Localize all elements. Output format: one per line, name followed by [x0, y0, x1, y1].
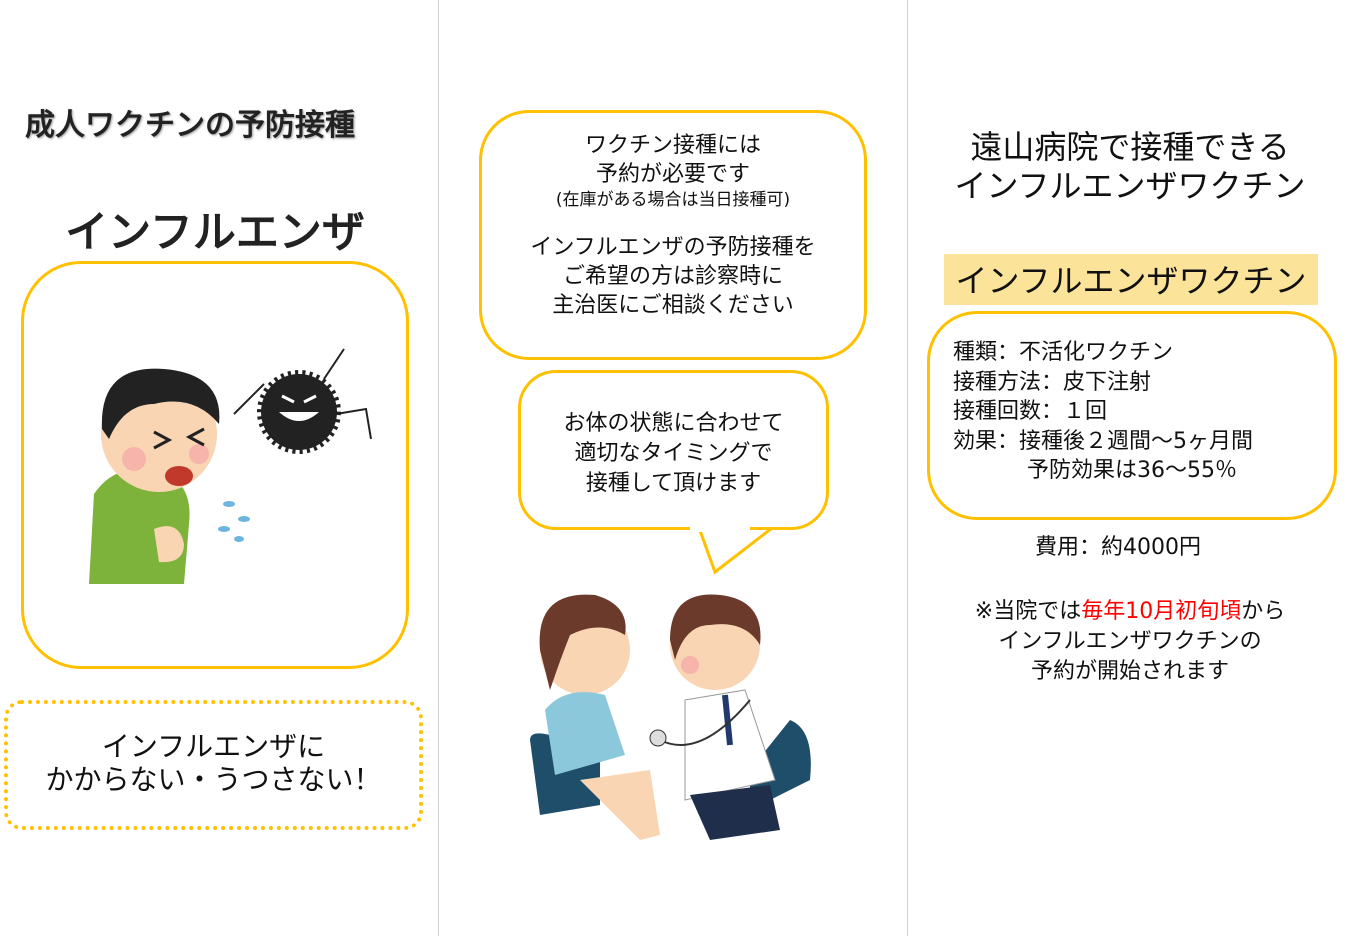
notice-line-2: インフルエンザワクチンの [998, 629, 1262, 654]
illustration-frame [21, 261, 409, 669]
notice-prefix: ※当院では [974, 599, 1082, 624]
reservation-bubble: ワクチン接種には 予約が必要です (在庫がある場合は当日接種可) インフルエンザ… [479, 110, 867, 360]
vaccine-details-box: 種類：不活化ワクチン 接種方法：皮下注射 接種回数：１回 効果：接種後２週間～5… [927, 311, 1337, 520]
notice-suffix: から [1241, 599, 1286, 624]
bubble1-line-5: 主治医にご相談ください [552, 293, 794, 318]
bubble1-note: (在庫がある場合は当日接種可) [555, 190, 791, 210]
disease-title: インフルエンザ [65, 208, 365, 258]
bubble2-tail [696, 523, 777, 575]
bubble1-line-4: ご希望の方は診察時に [562, 264, 783, 289]
reservation-notice: ※当院では毎年10月初旬頃から インフルエンザワクチンの 予約が開始されます [930, 597, 1330, 687]
notice-highlight: 毎年10月初旬頃 [1081, 599, 1242, 624]
right-title: 遠山病院で接種できる インフルエンザワクチン [930, 128, 1330, 206]
vaccine-label: インフルエンザワクチン [944, 254, 1318, 305]
bubble1-line-3: インフルエンザの予防接種を [530, 235, 816, 260]
slogan-line-1: インフルエンザに [101, 730, 326, 763]
sneezing-boy-illustration [89, 348, 372, 584]
timing-bubble: お体の状態に合わせて 適切なタイミングで 接種して頂けます [518, 370, 829, 530]
detail-doses: 接種回数：１回 [953, 399, 1108, 424]
panel-divider-1 [438, 0, 439, 936]
slogan-line-2: かからない・うつさない！ [45, 763, 382, 796]
bubble2-line-2: 適切なタイミングで [574, 441, 773, 466]
bubble2-line-3: 接種して頂けます [585, 471, 762, 496]
doctor-patient-illustration [530, 594, 811, 840]
notice-line-3: 予約が開始されます [1030, 659, 1229, 684]
right-title-line-2: インフルエンザワクチン [954, 167, 1306, 205]
cost-text: 費用：約4000円 [1035, 535, 1201, 560]
slogan-box: インフルエンザに かからない・うつさない！ [4, 700, 423, 830]
left-heading: 成人ワクチンの予防接種 [25, 108, 355, 143]
bubble2-line-1: お体の状態に合わせて [563, 411, 784, 436]
bubble1-line-2: 予約が必要です [595, 162, 750, 187]
panel-divider-2 [907, 0, 908, 936]
detail-method: 接種方法：皮下注射 [953, 369, 1152, 395]
detail-type: 種類：不活化ワクチン [953, 340, 1174, 365]
virus-icon [233, 348, 372, 454]
right-title-line-1: 遠山病院で接種できる [970, 128, 1290, 166]
bubble1-line-1: ワクチン接種には [584, 133, 761, 158]
detail-efficacy: 予防効果は36～55％ [1027, 458, 1237, 483]
detail-effect: 効果：接種後２週間～5ヶ月間 [953, 428, 1253, 454]
